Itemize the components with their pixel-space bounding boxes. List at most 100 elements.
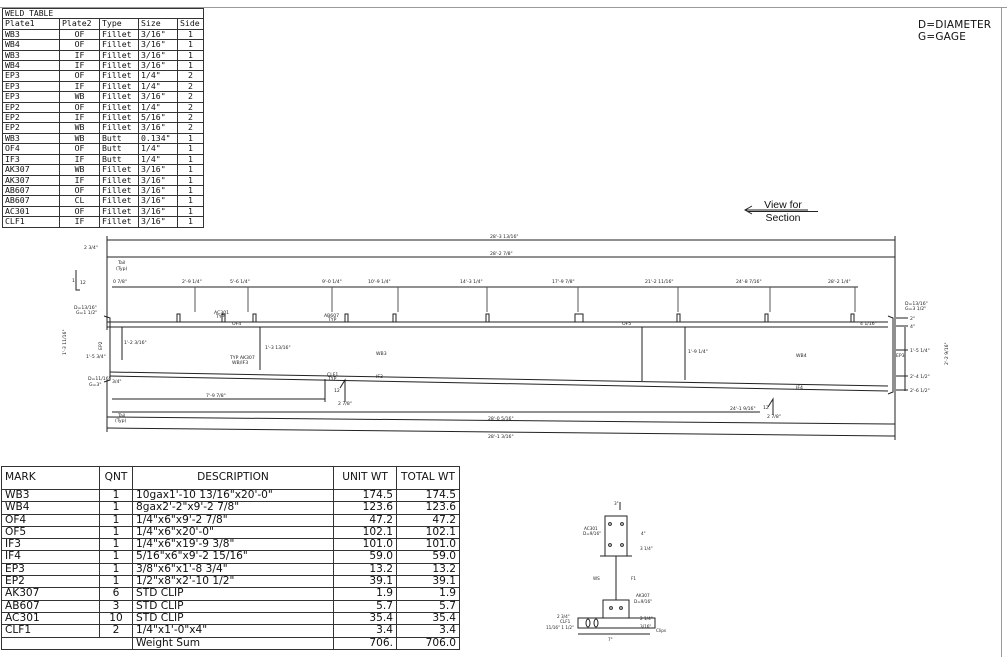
bom-qnt: 10 [99, 611, 133, 626]
left-gage-2: G=3" [89, 382, 101, 388]
bom-unit-wt: 1.9 [333, 587, 397, 601]
bom-unit-wt: 5.7 [333, 599, 397, 613]
dim-bottom-2: 28'-1 3/16" [488, 434, 514, 440]
dim-bottom-left: 7'-9 7/8" [206, 393, 226, 399]
bom-sum-unit: 706. [333, 636, 397, 650]
bom-qnt: 6 [99, 587, 133, 601]
weld-side: 1 [177, 205, 204, 218]
section-ak307-d: D=9/16" [634, 599, 652, 604]
weld-header-side: Side [177, 18, 204, 30]
bom-description: 1/2"x8"x2'-10 1/2" [132, 575, 334, 589]
weld-side: 2 [177, 70, 204, 82]
label-ab607-typ: TYP [327, 317, 337, 323]
hole-dim-4: 10'-9 1/4" [368, 279, 391, 285]
section-dim-3: 3" [614, 501, 619, 506]
sheet-top-border [0, 7, 1007, 8]
hole-dim-9: 28'-2 1/4" [828, 279, 851, 285]
weld-side: 1 [177, 174, 204, 186]
section-dim-3-1-4: 3 1/4" [640, 546, 653, 551]
left-pitch-rise: 1 [72, 278, 75, 284]
dim-line-bottom-1 [106, 416, 896, 425]
bom-header-unit-wt: UNIT WT [333, 466, 397, 490]
bom-sum-blank [1, 636, 100, 650]
bom-header-qnt: QNT [99, 466, 133, 490]
view-for-section-note: View for Section [748, 199, 818, 224]
label-ep3: EP3 [896, 353, 905, 359]
weld-side: 1 [177, 143, 204, 155]
left-web-dim-2: 1'-3 13/16" [265, 345, 291, 351]
label-clf1-typ: TYP [327, 376, 337, 382]
label-of4: OF4 [232, 321, 241, 327]
left-pitch-run: 12 [80, 280, 86, 286]
hole-dim-7: 21'-2 11/16" [645, 279, 674, 285]
bottom-flange-inner [109, 371, 889, 387]
weld-side: 2 [177, 112, 204, 124]
label-of5: OF5 [622, 321, 631, 327]
dim-ak: 24'-1 9/16" [730, 406, 756, 412]
bom-total-wt: 13.2 [396, 562, 460, 577]
weld-side: 1 [177, 49, 204, 62]
mid-pitch-run: 12 [334, 388, 340, 394]
pitch-triangle-mid [339, 378, 346, 402]
hole-dim-3: 9'-0 1/4" [322, 279, 342, 285]
weld-table-body: WELD TABLE Plate1 Plate2 Type Size Side … [2, 7, 204, 228]
weld-side: 1 [177, 28, 204, 41]
weld-side: 1 [177, 153, 204, 166]
dim-second-top: 28'-2 7/8" [490, 251, 513, 257]
tail-label-top: Tail [117, 260, 125, 266]
weld-side: 1 [177, 216, 204, 228]
pitch-triangle-right [767, 397, 774, 415]
bom-total-wt: 39.1 [396, 575, 460, 589]
right-end-dim-ticks [896, 317, 908, 391]
section-hole-8 [593, 618, 599, 628]
bom-unit-wt: 59.0 [333, 550, 397, 564]
label-wb3: WB3 [376, 351, 387, 357]
section-hole-3 [608, 543, 612, 547]
bom-total-wt: 102.1 [396, 525, 460, 540]
bom-description: STD CLIP [132, 611, 334, 626]
bom-unit-wt: 102.1 [333, 525, 397, 540]
bom-sum-row: Weight Sum 706. 706.0 [1, 636, 460, 650]
bom-qnt: 1 [99, 501, 133, 515]
bom-description: 1/4"x6"x20'-0" [132, 525, 334, 540]
bom-mark: OF5 [1, 525, 100, 540]
bom-unit-wt: 174.5 [333, 488, 397, 503]
legend-diameter: D=DIAMETER [918, 19, 992, 31]
right-total-dim: 2'-2 9/16" [944, 342, 950, 365]
label-wb4: WB4 [796, 353, 807, 359]
bom-description: 3/8"x6"x1'-8 3/4" [132, 562, 334, 577]
section-clips: Clips [656, 628, 666, 633]
section-ak307: AK307 [636, 593, 650, 598]
view-arrow-head [743, 205, 753, 215]
label-clf1: CLF1 [327, 372, 338, 378]
section-labels: AC301 D=9/16" 4" 3" 3 1/4" WS F1 AK307 D… [546, 501, 666, 642]
bom-total-wt: 59.0 [396, 550, 460, 564]
bom-total-wt: 35.4 [396, 611, 460, 626]
weld-side: 1 [177, 195, 204, 207]
weld-side: 1 [177, 164, 204, 176]
right-dim-2-4: 2'-4 1/2" [910, 374, 930, 380]
bom-total-wt: 47.2 [396, 513, 460, 527]
right-dim-2in: 2" [910, 316, 915, 322]
bom-description: 5/16"x6"x9'-2 15/16" [132, 550, 334, 564]
section-hole-1 [608, 522, 612, 526]
left-diameter-2: D=11/16" [88, 376, 111, 382]
hole-dim-6: 17'-9 7/8" [552, 279, 575, 285]
right-4-1-16: 4 1/16" [860, 321, 877, 327]
pitch-triangle-left [75, 270, 80, 291]
bom-qnt: 1 [99, 538, 133, 552]
hole-dim-1: 2'-9 1/4" [182, 279, 202, 285]
section-clf1-d: 11/16" 1 1/2" [546, 625, 574, 630]
